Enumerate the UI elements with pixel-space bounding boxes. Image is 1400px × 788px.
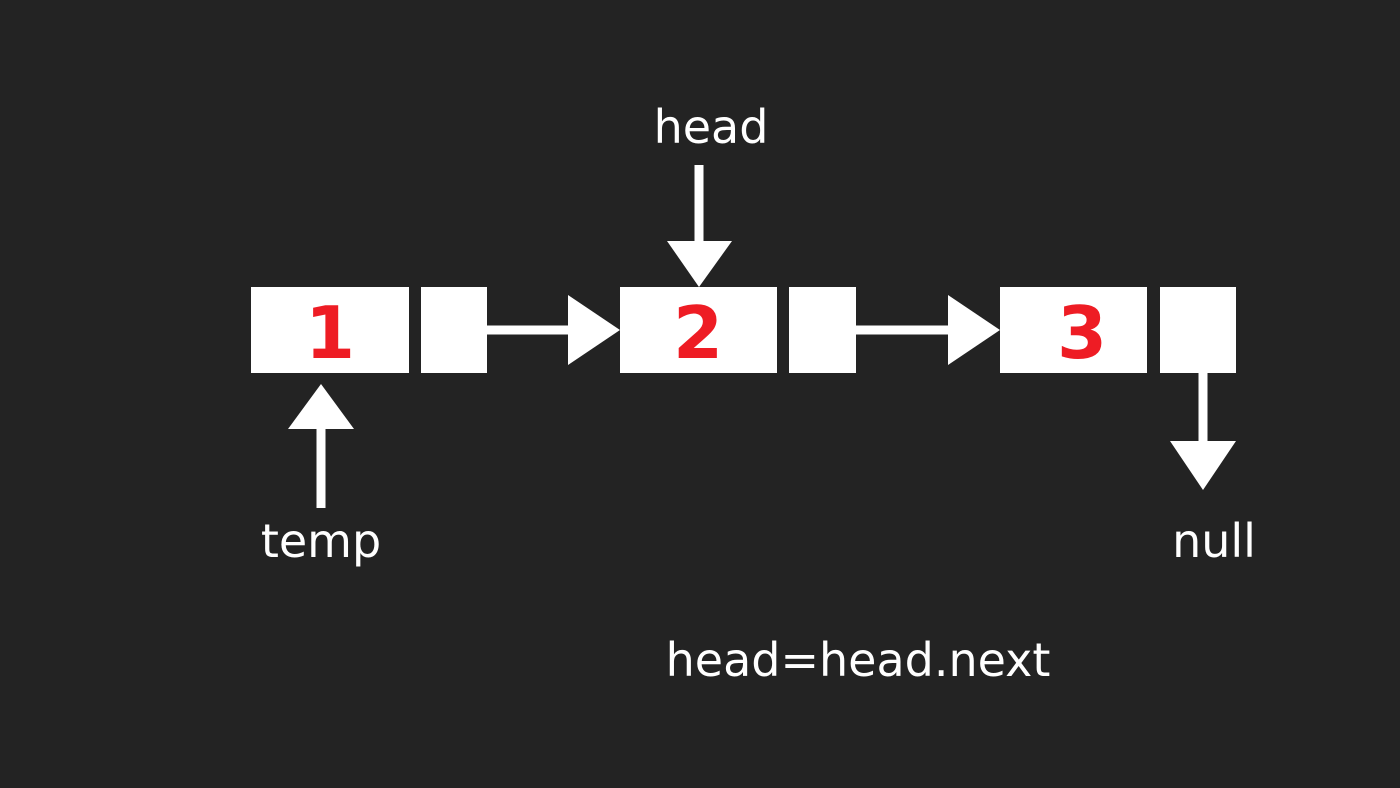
node-1-data-box (251, 287, 409, 373)
head-label: head (654, 100, 769, 154)
node-2-value: 2 (673, 291, 723, 375)
arrow-node1-to-node2 (487, 295, 620, 365)
node-2: 2 (620, 287, 856, 375)
null-label: null (1172, 514, 1256, 568)
temp-pointer-arrow (288, 384, 354, 508)
caption-text: head=head.next (666, 633, 1051, 687)
head-pointer-arrow (667, 165, 732, 287)
node-3-value: 3 (1057, 291, 1107, 375)
node-1-value: 1 (305, 291, 355, 375)
node-1-next-box (421, 287, 487, 373)
node-2-data-box (620, 287, 777, 373)
temp-label: temp (261, 514, 381, 568)
node-3-next-box (1160, 287, 1236, 373)
arrow-node2-to-node3 (856, 295, 1000, 365)
node-3: 3 (1000, 287, 1236, 375)
node-2-next-box (789, 287, 856, 373)
node-1: 1 (251, 287, 487, 375)
node-3-data-box (1000, 287, 1147, 373)
null-pointer-arrow (1170, 373, 1236, 490)
